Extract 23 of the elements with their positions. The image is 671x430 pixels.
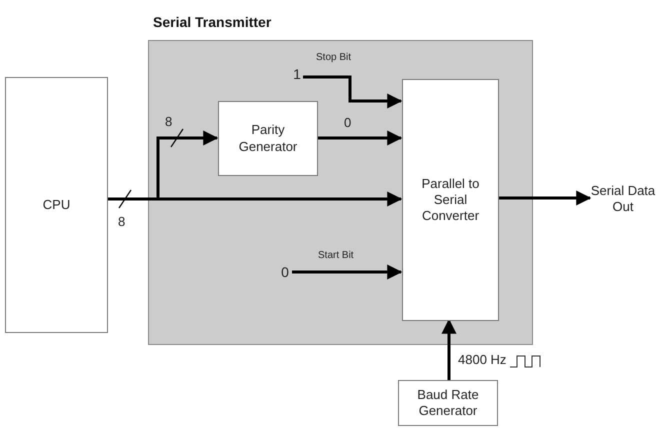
edge-label: Start Bit: [318, 250, 354, 261]
block-box: [218, 101, 318, 176]
block-label: Parallel to Serial Converter: [420, 176, 480, 224]
arrow: [317, 130, 402, 146]
edge-label: 4800 Hz: [458, 352, 506, 367]
edge-label: 8: [118, 214, 126, 229]
arrow: [498, 190, 592, 206]
arrow: [303, 76, 402, 108]
signal-label: 0: [277, 261, 293, 283]
signal-label: Serial Data Out: [590, 182, 656, 216]
block-label: CPU: [42, 196, 70, 214]
block-label: Parity Generator: [238, 122, 298, 155]
edge-label: 0: [344, 115, 352, 130]
arrow: [292, 264, 402, 280]
block-box: [5, 77, 108, 333]
panel-title: Serial Transmitter: [153, 14, 272, 30]
edge-label: 8: [165, 114, 172, 129]
edge-label: Stop Bit: [316, 52, 352, 63]
arrow: [442, 318, 456, 380]
block-label: Baud Rate Generator: [416, 386, 480, 420]
block-box: [402, 79, 499, 321]
signal-label: 1: [290, 63, 304, 85]
block-box: [398, 380, 498, 426]
